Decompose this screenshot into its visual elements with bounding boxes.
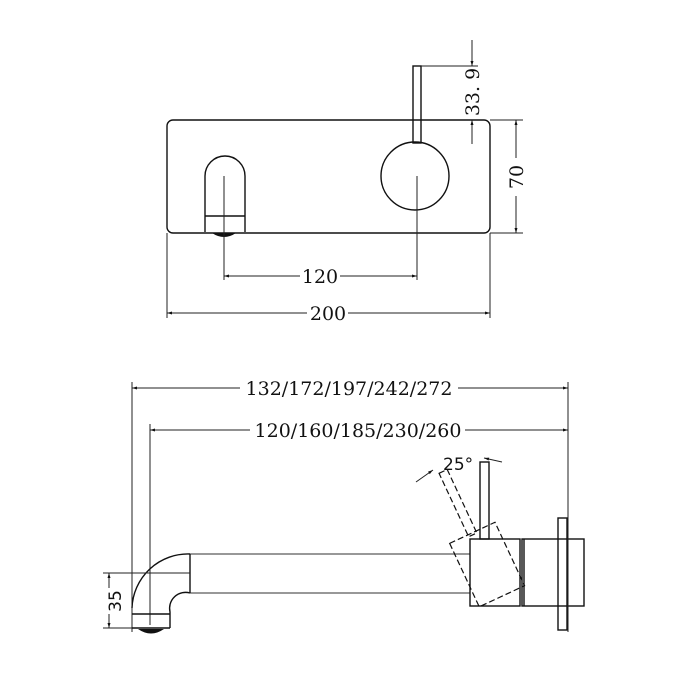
dim-overall-length-label: 132/172/197/242/272	[246, 378, 453, 400]
spout-outlet	[204, 155, 246, 232]
dim-spout-length-label: 120/160/185/230/260	[255, 420, 462, 442]
dim-200-label: 200	[310, 303, 346, 325]
mixer-body	[469, 538, 521, 607]
dim-25-degree-label: 25°	[443, 455, 473, 475]
lever-upright	[479, 461, 490, 540]
dim-spout-length: 120/160/185/230/260	[150, 420, 568, 442]
dim-25-degree: 25°	[415, 455, 503, 483]
lever	[412, 65, 422, 144]
dim-200: 200	[167, 303, 490, 325]
dim-120-label: 120	[302, 266, 338, 288]
spout-elbow	[131, 553, 191, 609]
cartridge-housing	[521, 538, 585, 607]
mixer-handle-circle	[380, 141, 450, 211]
dim-33-9-label: 33. 9	[462, 68, 484, 116]
dim-70: 70	[490, 119, 528, 234]
wall-flange	[557, 517, 568, 631]
dim-120: 120	[224, 266, 417, 288]
side-view: 132/172/197/242/272 120/160/185/230/260 …	[103, 378, 585, 634]
aerator-side	[138, 629, 164, 634]
front-view: 120 200 70 33. 9	[166, 40, 528, 325]
dim-70-label: 70	[506, 165, 528, 189]
wall-plate	[166, 119, 491, 234]
lever-tilted-dashed	[438, 468, 526, 608]
dim-33-9: 33. 9	[421, 40, 484, 144]
dim-35: 35	[103, 573, 132, 629]
dim-overall-length: 132/172/197/242/272	[132, 378, 568, 400]
dim-35-label: 35	[106, 590, 126, 612]
